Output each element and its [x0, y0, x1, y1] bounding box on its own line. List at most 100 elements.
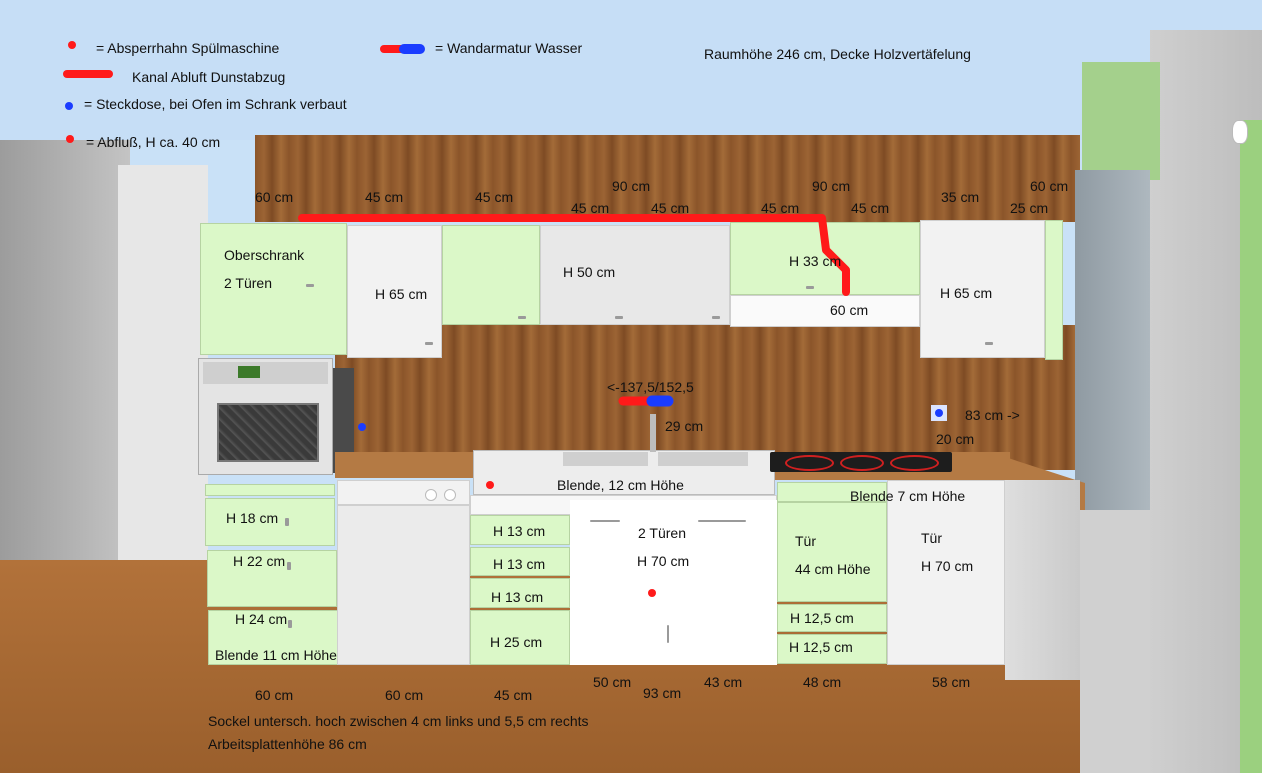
socket-marker-wall: [935, 409, 943, 417]
upper-cabinet-h50: [540, 225, 730, 325]
cooktop-burner: [840, 455, 884, 471]
lower-width: 43 cm: [704, 674, 743, 690]
door-handle: [667, 625, 669, 643]
lower-drawer-h125a: [777, 604, 887, 632]
legend-drain: = Abfluß, H ca. 40 cm: [86, 134, 221, 150]
room-note: Raumhöhe 246 cm, Decke Holzvertäfelung: [704, 46, 971, 62]
left-wall-front: [118, 165, 208, 565]
lower-label: H 70 cm: [637, 553, 690, 569]
tall-cabinet-knob: [1232, 120, 1248, 144]
legend-shutoff-dot: [68, 41, 76, 49]
drawer-handle: [288, 620, 292, 628]
lower-label: Blende 7 cm Höhe: [850, 488, 966, 504]
socket-marker-oven: [358, 423, 366, 431]
lower-drawer-h13c: [470, 578, 570, 608]
right-green-wall: [1082, 62, 1160, 180]
shutoff-marker: [486, 481, 494, 489]
upper-width: 90 cm: [812, 178, 851, 194]
lower-label: Blende, 12 cm Höhe: [557, 477, 684, 493]
lower-drawer-h18b: [205, 498, 335, 546]
lower-label: H 13 cm: [493, 523, 546, 539]
lower-door-h70: [887, 480, 1005, 665]
lower-label: H 12,5 cm: [790, 610, 854, 626]
duct-path: [298, 214, 850, 296]
upper-width: 45 cm: [475, 189, 514, 205]
lower-corner-cabinet: [1005, 480, 1080, 680]
dishwasher-knob: [425, 489, 437, 501]
lower-door-44: [777, 502, 887, 602]
lower-width: 48 cm: [803, 674, 842, 690]
upper-cabinet-h65-left: [347, 225, 442, 358]
upper-handle: [806, 286, 814, 289]
back-wall-wood-top: [255, 135, 1080, 222]
lower-drawer-h125b: [777, 634, 887, 664]
upper-width: 60 cm: [255, 189, 294, 205]
lower-drawer-h22: [207, 550, 337, 607]
lower-label: H 13 cm: [491, 589, 544, 605]
legend-socket: = Steckdose, bei Ofen im Schrank verbaut: [84, 96, 347, 112]
lower-drawer-h13b: [470, 547, 570, 576]
upper-label: H 65 cm: [375, 286, 428, 302]
lower-drawer-h13a: [470, 515, 570, 545]
dishwasher-front: [337, 505, 470, 665]
lower-label: H 70 cm: [921, 558, 974, 574]
note-sockel: Sockel untersch. hoch zwischen 4 cm link…: [208, 713, 589, 729]
upper-width: 45 cm: [571, 200, 610, 216]
drawer-handle: [287, 562, 291, 570]
upper-label: 2 Türen: [224, 275, 272, 291]
lower-drawer-h25: [470, 610, 570, 665]
lower-right-cabinet: [1080, 510, 1150, 773]
upper-handle: [306, 284, 314, 287]
oven-cabinet-side: [332, 368, 354, 473]
cooktop-burner: [785, 455, 834, 471]
countertop-left: [335, 452, 475, 478]
lower-width: 45 cm: [494, 687, 533, 703]
upper-width: 25 cm: [1010, 200, 1049, 216]
upper-width: 35 cm: [941, 189, 980, 205]
lower-drawer-h24: [208, 610, 340, 665]
lower-label: H 12,5 cm: [789, 639, 853, 655]
wall-label: <-137,5/152,5: [607, 379, 694, 395]
lower-label: Tür: [795, 533, 816, 549]
left-wall: [0, 140, 130, 580]
upper-width: 45 cm: [761, 200, 800, 216]
upper-width: 60 cm: [1030, 178, 1069, 194]
sink-cabinet-doors: [570, 500, 777, 665]
lower-width: 60 cm: [255, 687, 294, 703]
legend-drain-dot: [66, 135, 74, 143]
legend-shutoff: = Absperrhahn Spülmaschine: [96, 40, 280, 56]
upper-width: 90 cm: [612, 178, 651, 194]
upper-label: H 65 cm: [940, 285, 993, 301]
oven-window: [217, 403, 319, 462]
note-worktop: Arbeitsplattenhöhe 86 cm: [208, 736, 367, 752]
door-handle: [698, 520, 746, 522]
upper-handle: [985, 342, 993, 345]
upper-width: 45 cm: [365, 189, 404, 205]
right-wall-panel: [1075, 170, 1150, 530]
lower-label: Blende 11 cm Höhe: [215, 647, 337, 663]
upper-cabinet-green-45: [442, 225, 540, 325]
upper-label: H 50 cm: [563, 264, 616, 280]
cooktop-burner: [890, 455, 939, 471]
lower-label: H 13 cm: [493, 556, 546, 572]
lower-label: 44 cm Höhe: [795, 561, 871, 577]
oven-display: [238, 366, 260, 378]
lower-label: Tür: [921, 530, 942, 546]
lower-width: 60 cm: [385, 687, 424, 703]
sky-background: [0, 0, 1262, 140]
lower-width: 93 cm: [643, 685, 682, 701]
wall-label: 20 cm: [936, 431, 975, 447]
dishwasher-knob: [444, 489, 456, 501]
faucet: [650, 414, 656, 452]
upper-width: 45 cm: [651, 200, 690, 216]
sink-basin-right: [658, 452, 748, 466]
upper-handle: [615, 316, 623, 319]
legend-duct: Kanal Abluft Dunstabzug: [132, 69, 286, 85]
drain-marker: [648, 589, 656, 597]
lower-width: 58 cm: [932, 674, 971, 690]
lower-blende7: [777, 482, 887, 502]
lower-label: H 25 cm: [490, 634, 543, 650]
upper-width: 45 cm: [851, 200, 890, 216]
lower-label: H 24 cm: [235, 611, 288, 627]
